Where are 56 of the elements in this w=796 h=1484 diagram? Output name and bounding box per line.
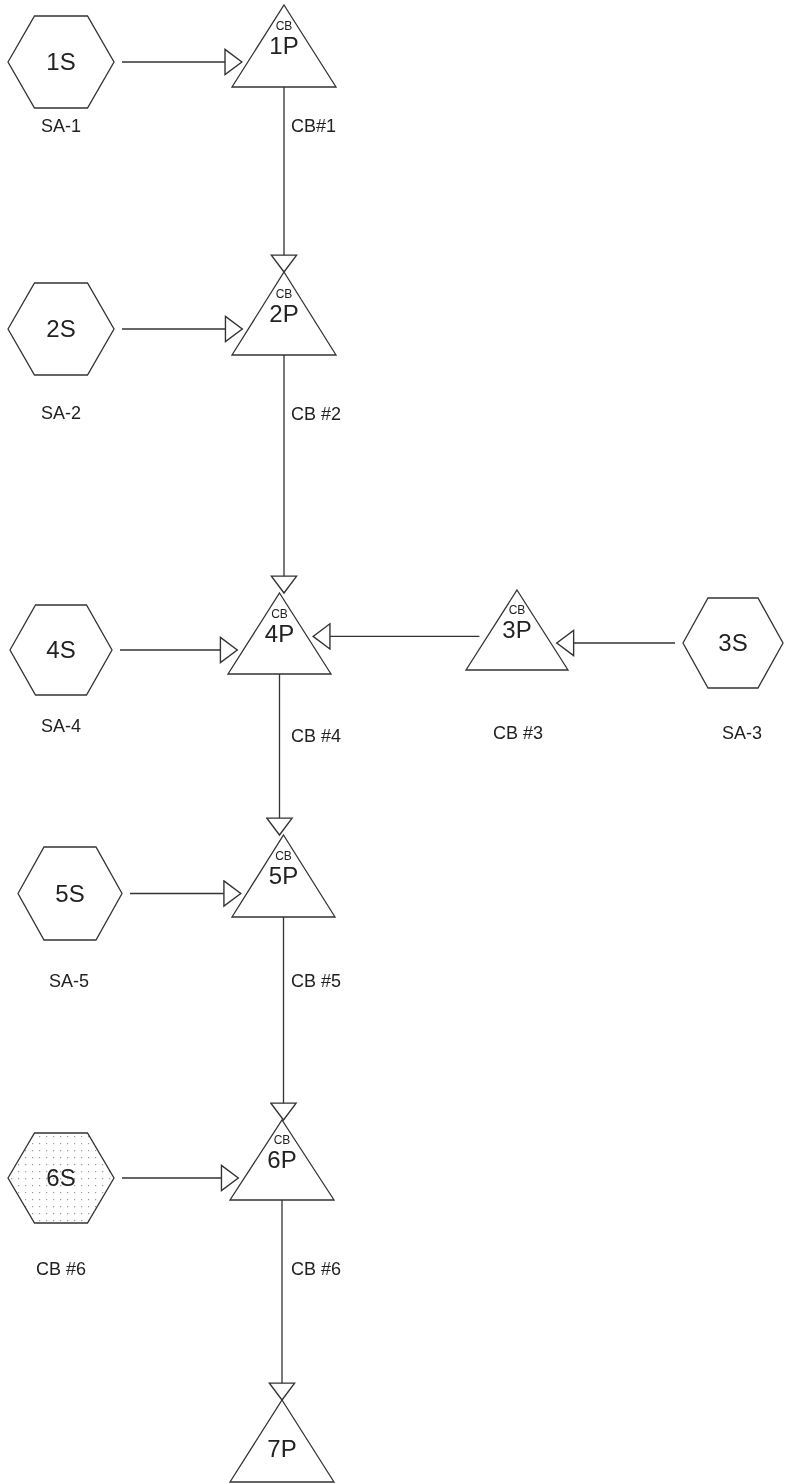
- node-label: 7P: [266, 1437, 298, 1461]
- node-sublabel: CB: [274, 20, 294, 32]
- triangle-node: [466, 590, 568, 670]
- node-label: 6P: [266, 1148, 298, 1172]
- node-caption: SA-2: [41, 404, 81, 422]
- hexagon-node: [8, 16, 114, 108]
- node-caption: SA-4: [41, 717, 81, 735]
- hexagon-node: [18, 847, 122, 940]
- node-caption: SA-5: [49, 972, 89, 990]
- node-label: 6S: [45, 1166, 77, 1190]
- hexagon-node: [8, 283, 114, 375]
- arrow: [121, 48, 243, 76]
- node-label: 2S: [45, 317, 77, 341]
- hexagon-node: [683, 598, 783, 688]
- arrow: [556, 629, 676, 657]
- node-sublabel: CB: [272, 1134, 292, 1146]
- node-caption: CB #5: [291, 972, 342, 990]
- node-caption: CB#1: [291, 117, 337, 135]
- triangle-node: [230, 1400, 334, 1482]
- node-caption: SA-1: [41, 117, 81, 135]
- node-sublabel: CB: [270, 607, 289, 620]
- arrow: [312, 623, 481, 650]
- arrow: [129, 880, 242, 907]
- node-sublabel: CB: [274, 287, 294, 300]
- triangle-node: [230, 1120, 334, 1200]
- arrow: [266, 673, 293, 836]
- node-label: 3S: [717, 631, 749, 655]
- node-sublabel: CB: [274, 850, 293, 862]
- node-caption: CB #6: [291, 1260, 342, 1278]
- node-label: 5P: [267, 864, 300, 888]
- triangle-node: [228, 593, 331, 674]
- node-label: 2P: [268, 301, 300, 326]
- arrow: [270, 916, 297, 1121]
- node-caption: CB #6: [36, 1260, 86, 1278]
- arrow: [268, 1199, 296, 1401]
- arrow: [270, 86, 298, 273]
- node-label: 1P: [268, 34, 300, 58]
- arrow: [119, 636, 238, 664]
- node-caption: CB #4: [291, 727, 342, 745]
- arrow: [121, 315, 243, 343]
- hexagon-node: [10, 605, 112, 695]
- node-caption: CB #3: [493, 724, 543, 742]
- arrow: [270, 354, 298, 594]
- triangle-node: [232, 5, 336, 87]
- node-caption: CB #2: [291, 405, 342, 423]
- node-label: 3P: [501, 618, 533, 642]
- node-label: 4S: [45, 638, 77, 662]
- node-label: 4P: [263, 621, 296, 646]
- node-label: 5S: [54, 881, 86, 906]
- node-sublabel: CB: [507, 604, 527, 616]
- hexagon-node: [8, 1133, 114, 1223]
- arrow: [121, 1164, 239, 1192]
- triangle-node: [232, 835, 335, 917]
- triangle-node: [232, 272, 336, 355]
- node-caption: SA-3: [722, 724, 762, 742]
- node-label: 1S: [45, 50, 77, 74]
